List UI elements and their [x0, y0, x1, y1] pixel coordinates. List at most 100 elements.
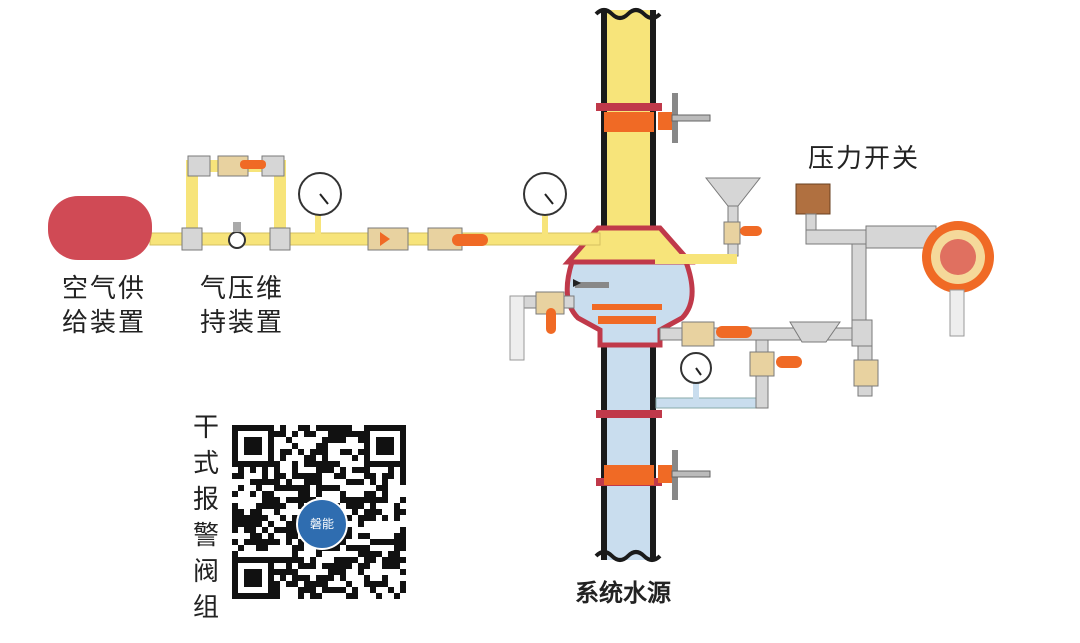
qr-module	[232, 563, 238, 569]
qr-module	[316, 479, 322, 485]
qr-module	[340, 587, 346, 593]
qr-module	[268, 587, 274, 593]
qr-module	[400, 587, 406, 593]
qr-module	[232, 425, 238, 431]
qr-module	[268, 443, 274, 449]
qr-module	[388, 557, 394, 563]
qr-module	[334, 485, 340, 491]
qr-module	[256, 545, 262, 551]
qr-module	[382, 461, 388, 467]
pressure-switch-assembly	[795, 183, 994, 337]
qr-module	[256, 569, 262, 575]
qr-module	[400, 533, 406, 539]
qr-module	[292, 473, 298, 479]
qr-module	[388, 461, 394, 467]
qr-module	[352, 545, 358, 551]
qr-module	[322, 437, 328, 443]
qr-module	[244, 593, 250, 599]
qr-module	[358, 497, 364, 503]
qr-module	[238, 425, 244, 431]
air-supply-label-line2: 给装置	[62, 308, 147, 338]
qr-module	[382, 515, 388, 521]
qr-module	[292, 569, 298, 575]
qr-module	[238, 545, 244, 551]
qr-module	[382, 425, 388, 431]
qr-module	[238, 515, 244, 521]
qr-module	[334, 431, 340, 437]
qr-module	[232, 503, 238, 509]
qr-module	[286, 521, 292, 527]
qr-module	[316, 575, 322, 581]
qr-module	[298, 425, 304, 431]
pressure-maintenance-label-line2: 持装置	[200, 308, 285, 338]
qr-module	[328, 575, 334, 581]
qr-module	[328, 563, 334, 569]
qr-module	[280, 485, 286, 491]
pressure-switch-label: 压力开关	[808, 144, 921, 174]
qr-module	[382, 563, 388, 569]
qr-module	[322, 461, 328, 467]
qr-module	[244, 461, 250, 467]
qr-module	[262, 539, 268, 545]
qr-module	[280, 515, 286, 521]
qr-module	[340, 491, 346, 497]
qr-module	[298, 593, 304, 599]
qr-module	[286, 479, 292, 485]
qr-module	[352, 557, 358, 563]
qr-module	[268, 563, 274, 569]
qr-module	[316, 491, 322, 497]
qr-module	[364, 455, 370, 461]
qr-module	[370, 587, 376, 593]
qr-module	[250, 437, 256, 443]
qr-module	[268, 479, 274, 485]
qr-module	[328, 437, 334, 443]
qr-module	[400, 497, 406, 503]
qr-module	[238, 593, 244, 599]
qr-module	[316, 425, 322, 431]
qr-module	[232, 557, 238, 563]
qr-module	[298, 473, 304, 479]
qr-module	[274, 569, 280, 575]
qr-module	[286, 569, 292, 575]
qr-module	[310, 593, 316, 599]
qr-module	[298, 449, 304, 455]
qr-module	[292, 527, 298, 533]
qr-module	[346, 563, 352, 569]
qr-module	[346, 557, 352, 563]
qr-module	[262, 467, 268, 473]
qr-module	[400, 527, 406, 533]
qr-module	[238, 473, 244, 479]
qr-module	[346, 545, 352, 551]
qr-module	[346, 527, 352, 533]
qr-module	[364, 437, 370, 443]
qr-module	[268, 437, 274, 443]
qr-module	[262, 515, 268, 521]
qr-module	[322, 587, 328, 593]
qr-module	[376, 425, 382, 431]
qr-module	[304, 491, 310, 497]
qr-module	[274, 527, 280, 533]
qr-module	[268, 557, 274, 563]
qr-module	[334, 425, 340, 431]
qr-module	[334, 461, 340, 467]
qr-module	[244, 449, 250, 455]
qr-module	[268, 431, 274, 437]
qr-module	[376, 437, 382, 443]
qr-module	[298, 557, 304, 563]
qr-module	[394, 539, 400, 545]
qr-module	[274, 509, 280, 515]
qr-module	[382, 473, 388, 479]
qr-module	[310, 461, 316, 467]
qr-module	[310, 431, 316, 437]
qr-module	[232, 437, 238, 443]
upper-gate-valve	[604, 93, 711, 143]
qr-module	[232, 575, 238, 581]
qr-module	[394, 545, 400, 551]
qr-module	[280, 455, 286, 461]
qr-module	[382, 491, 388, 497]
qr-module	[352, 509, 358, 515]
qr-module	[400, 539, 406, 545]
qr-module	[268, 533, 274, 539]
qr-module	[244, 569, 250, 575]
qr-module	[274, 593, 280, 599]
